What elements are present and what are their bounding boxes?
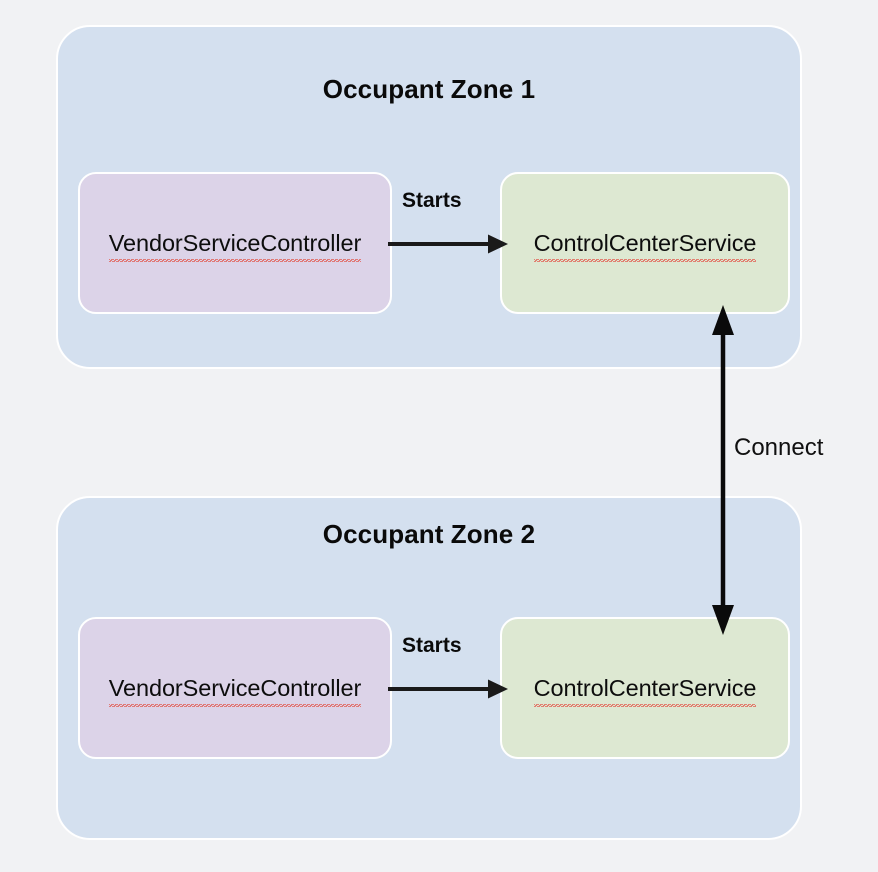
occupant-zone-1-container: Occupant Zone 1 VendorServiceController … (56, 25, 802, 369)
connect-edge-label: Connect (734, 434, 824, 461)
zone-2-vendor-service-controller-label: VendorServiceController (108, 674, 362, 707)
zone-2-control-center-service-node[interactable]: ControlCenterService (500, 617, 790, 759)
zone-1-vendor-service-controller-node[interactable]: VendorServiceController (78, 172, 392, 314)
occupant-zone-2-title: Occupant Zone 2 (322, 519, 536, 549)
zone-1-starts-edge-label: Starts (402, 189, 462, 212)
zone-2-starts-edge-label: Starts (402, 634, 462, 657)
zone-2-starts-arrow-icon (388, 679, 508, 699)
occupant-zone-2-container: Occupant Zone 2 VendorServiceController … (56, 496, 802, 840)
zone-1-control-center-service-label: ControlCenterService (533, 229, 757, 262)
zone-2-vendor-service-controller-node[interactable]: VendorServiceController (78, 617, 392, 759)
zone-1-vendor-service-controller-label: VendorServiceController (108, 229, 362, 262)
zone-1-starts-arrow-icon (388, 234, 508, 254)
zone-2-control-center-service-label: ControlCenterService (533, 674, 757, 707)
occupant-zone-1-title: Occupant Zone 1 (322, 74, 536, 104)
zone-1-control-center-service-node[interactable]: ControlCenterService (500, 172, 790, 314)
